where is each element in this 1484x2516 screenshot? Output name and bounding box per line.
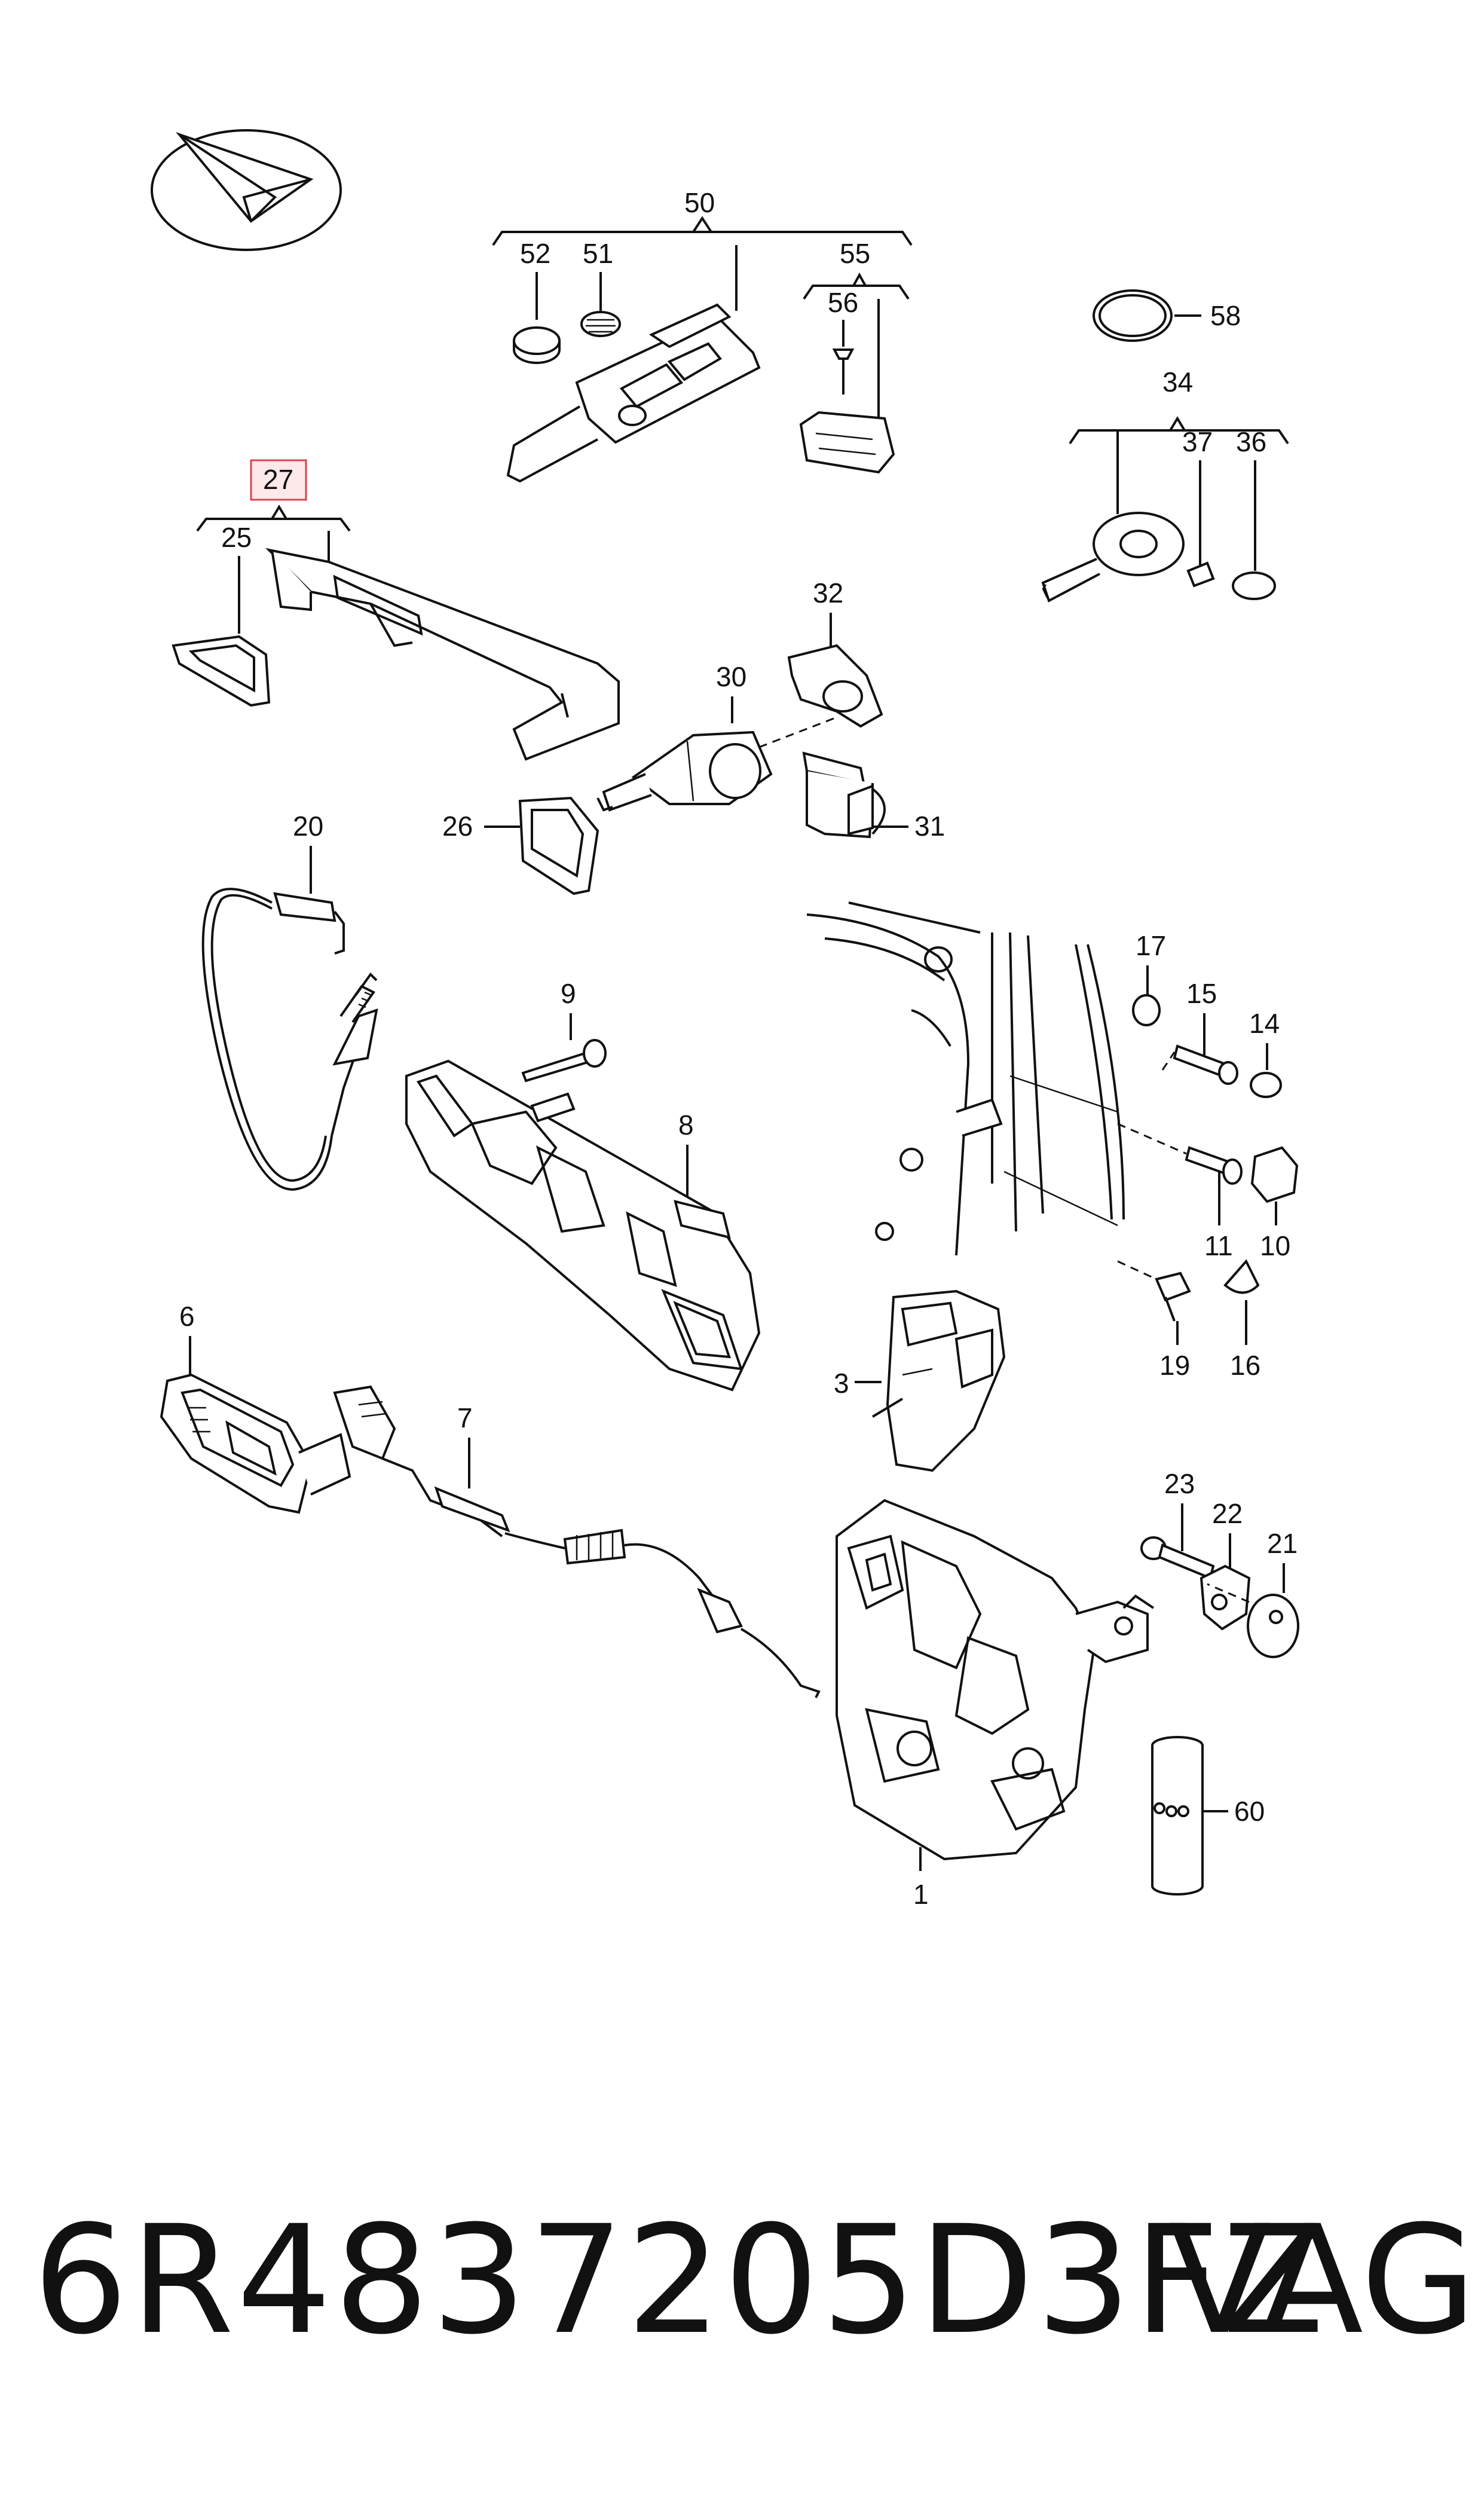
- part-32-cap: 32: [787, 577, 883, 728]
- part-19-screw: 19: [1117, 1260, 1191, 1381]
- part-20-cable: 20: [201, 811, 378, 1191]
- part-6-interior-handle: 6: [160, 1301, 351, 1514]
- part-8-carrier: 8: [405, 1059, 761, 1392]
- part-34-key: [1041, 430, 1185, 603]
- callout-22: 22: [1212, 1498, 1243, 1529]
- callout-32: 32: [813, 577, 843, 609]
- part-21-plug: 21: [1207, 1528, 1299, 1658]
- callout-52: 52: [520, 238, 550, 269]
- part-60-grease: 60: [1151, 1736, 1265, 1896]
- bracket-27: 27: [196, 459, 351, 532]
- part-55-key-insert: 55 56: [799, 238, 910, 474]
- part-37-pin: 37: [1182, 426, 1215, 588]
- brand-label: VAG: [1168, 2193, 1477, 2367]
- callout-27: 27: [263, 464, 293, 495]
- callout-20: 20: [293, 811, 323, 842]
- callout-16: 16: [1230, 1350, 1260, 1381]
- callout-23: 23: [1164, 1468, 1195, 1499]
- callout-7: 7: [457, 1402, 473, 1433]
- part-exterior-handle: [265, 531, 620, 761]
- part-31-cap: 31: [802, 751, 945, 842]
- callout-27-highlight: [250, 459, 307, 501]
- part-36-cap: 36: [1232, 426, 1276, 600]
- bracket-50: 50: [492, 187, 913, 246]
- callout-19: 19: [1159, 1350, 1190, 1381]
- part-22-cover: 22: [1200, 1498, 1251, 1631]
- callout-50: 50: [684, 187, 715, 218]
- callout-21: 21: [1267, 1528, 1298, 1559]
- callout-30: 30: [716, 661, 746, 692]
- part-16-plug: 16: [1223, 1259, 1260, 1381]
- part-7-cable: 7: [333, 1385, 821, 1698]
- callout-10: 10: [1260, 1230, 1290, 1261]
- part-26-gasket: 26: [442, 796, 599, 895]
- part-25-gasket: 25: [172, 522, 271, 707]
- callout-1: 1: [913, 1879, 929, 1910]
- part-15-bolt: 15: [1161, 978, 1238, 1085]
- callout-60: 60: [1234, 1796, 1265, 1827]
- part-1-lock: 1: [836, 1499, 1155, 1910]
- callout-8: 8: [678, 1109, 694, 1141]
- callout-26: 26: [442, 811, 473, 842]
- part-17-plug: 17: [1132, 930, 1166, 1026]
- callout-31: 31: [914, 811, 945, 842]
- callout-55: 55: [840, 238, 870, 269]
- callout-14: 14: [1249, 1008, 1280, 1039]
- part-51-emblem: 51: [580, 238, 621, 337]
- callout-36: 36: [1236, 426, 1266, 457]
- bracket-34: 34: [1069, 366, 1289, 445]
- part-58-o-ring: 58: [1093, 289, 1241, 342]
- part-52-cap: 52: [513, 238, 561, 364]
- part-23-screw: 23: [1140, 1468, 1215, 1580]
- part-30-lock-cylinder: 30: [596, 661, 837, 812]
- callout-34: 34: [1162, 366, 1193, 398]
- callout-25: 25: [221, 522, 252, 553]
- callout-9: 9: [561, 978, 576, 1009]
- part-number: 6R4837205D3FZ: [33, 2193, 1327, 2367]
- callout-51: 51: [583, 238, 613, 269]
- callout-37: 37: [1182, 426, 1213, 457]
- callout-3: 3: [834, 1368, 849, 1399]
- part-50-remote-key: [506, 245, 761, 483]
- part-3-bracket: 3: [834, 1289, 1006, 1472]
- compass-logo-icon: [151, 129, 342, 251]
- part-14-cap: 14: [1249, 1008, 1282, 1098]
- part-11-bolt: 11: [1117, 1123, 1243, 1261]
- part-door-shell: [806, 901, 1125, 1256]
- callout-15: 15: [1186, 978, 1217, 1009]
- callout-6: 6: [179, 1301, 195, 1332]
- part-10-cap: 10: [1250, 1146, 1299, 1261]
- callout-58: 58: [1210, 300, 1241, 331]
- callout-17: 17: [1136, 930, 1166, 961]
- part-9-screw: 9: [521, 978, 607, 1083]
- callout-11: 11: [1204, 1230, 1233, 1261]
- callout-56: 56: [828, 287, 858, 318]
